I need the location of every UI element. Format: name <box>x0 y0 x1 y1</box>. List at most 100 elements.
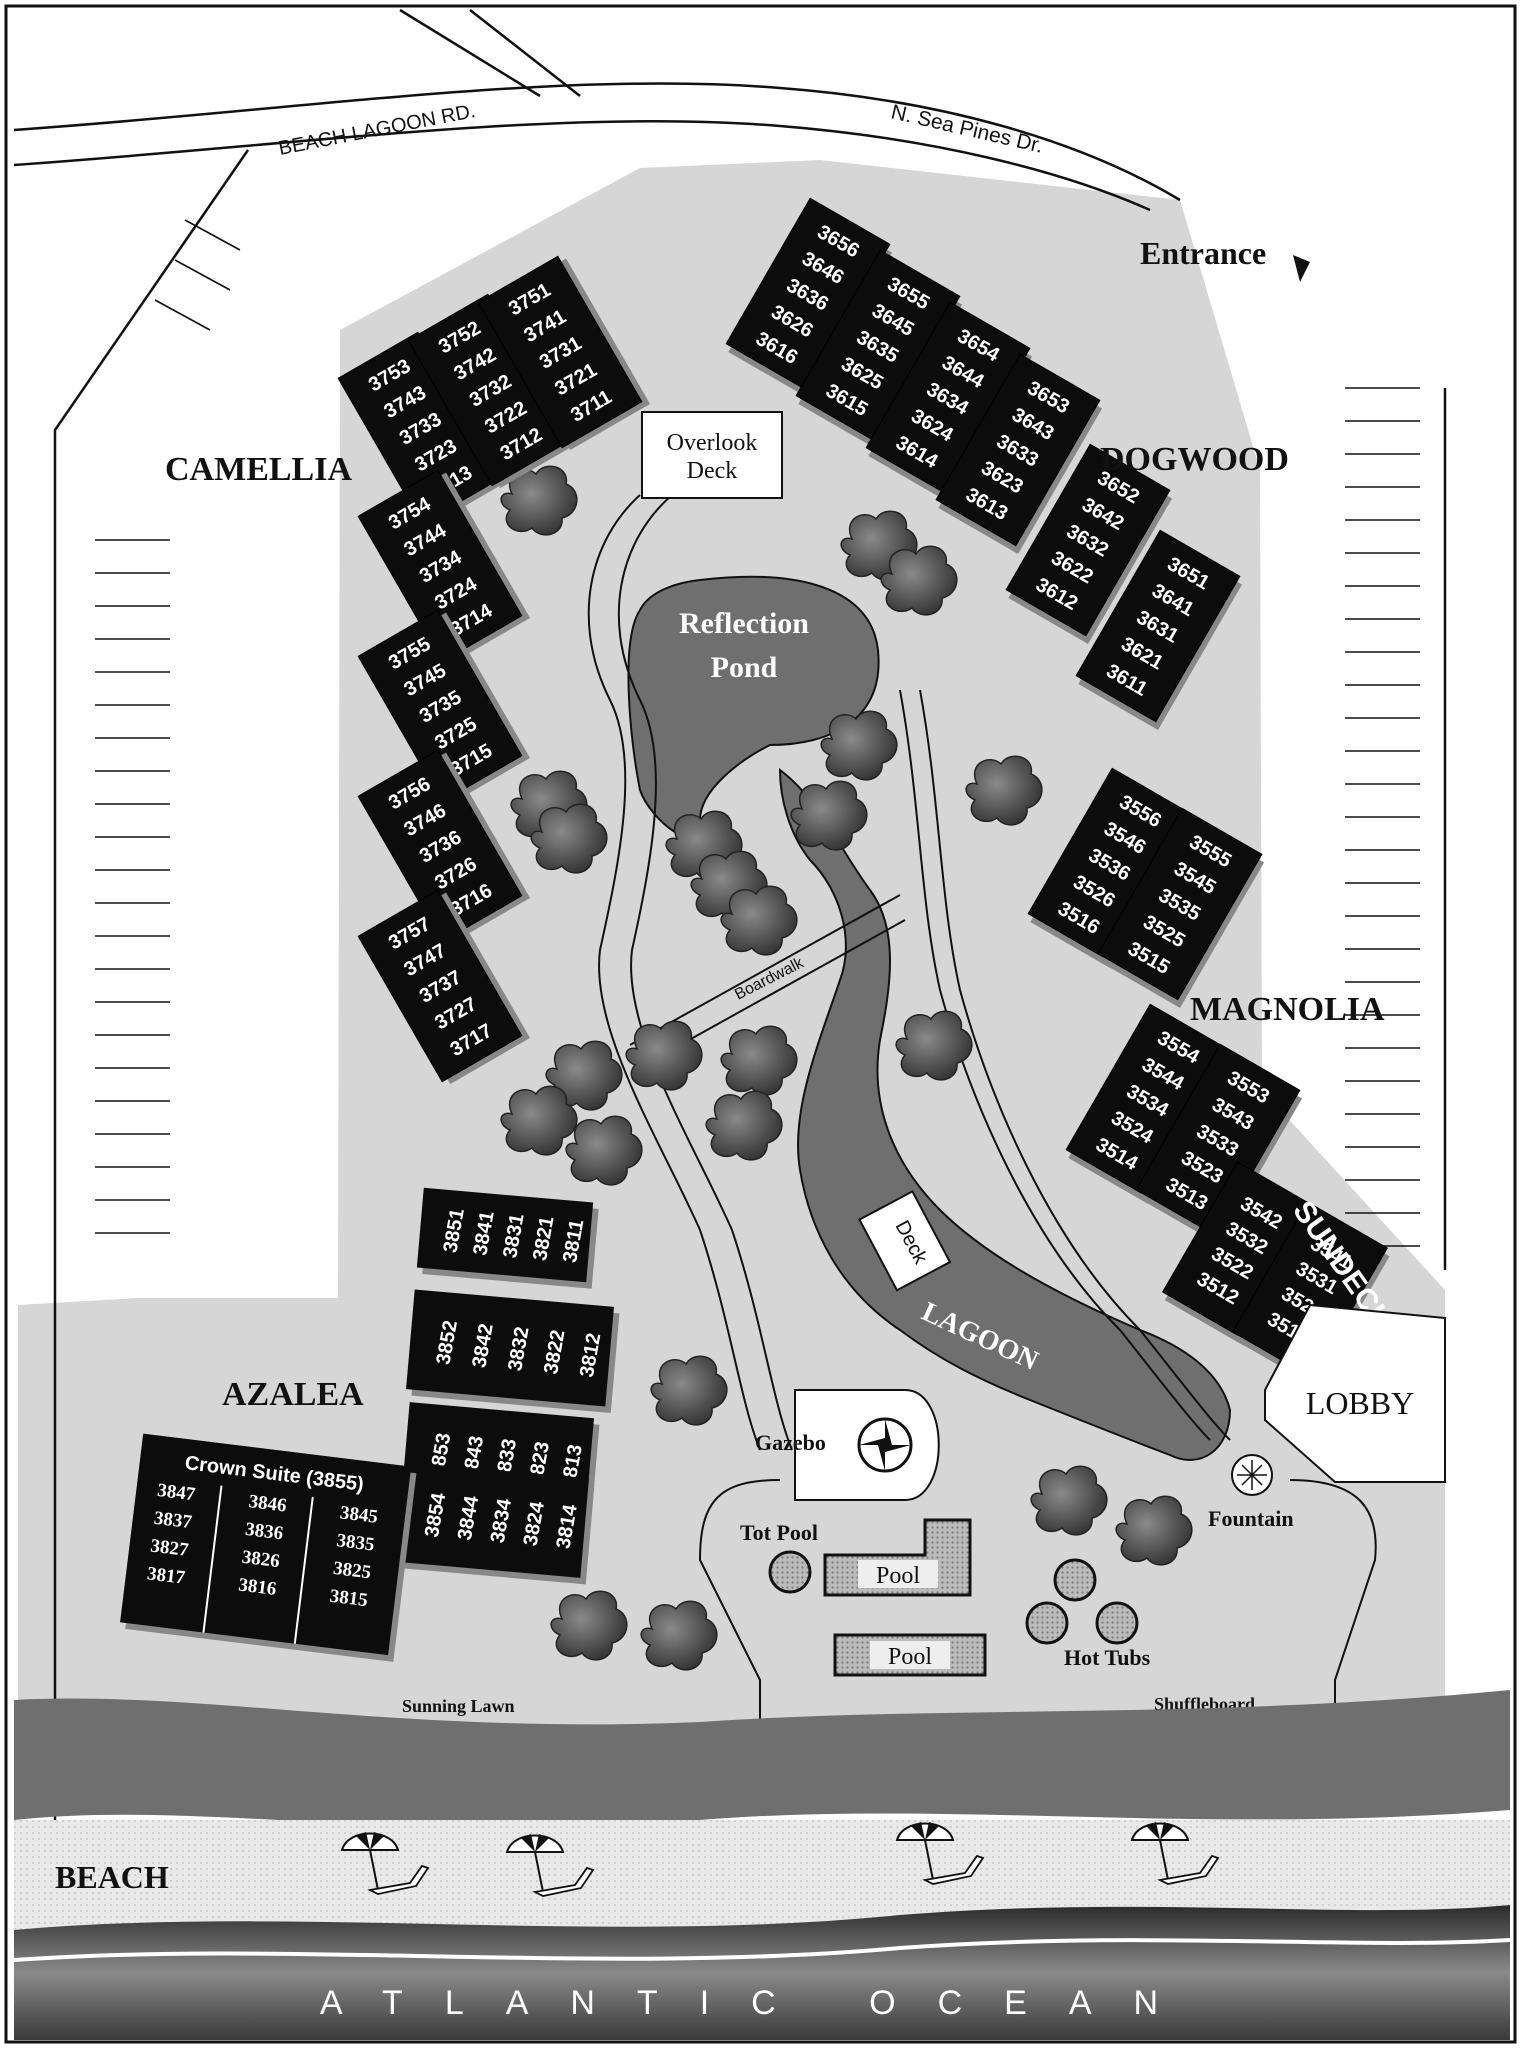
tree-icon <box>1030 1465 1108 1536</box>
overlook-deck-label-1: Overlook <box>667 430 758 456</box>
tree-icon <box>625 1020 703 1091</box>
main-pool-label: Pool <box>876 1563 920 1589</box>
azalea-label: AZALEA <box>222 1376 364 1413</box>
walkways <box>587 494 1231 1451</box>
overlook-deck-label-2: Deck <box>687 458 738 484</box>
lagoon-deck[interactable] <box>858 1190 952 1292</box>
unit-number: 3847 <box>156 1480 197 1506</box>
tree-icon <box>500 465 578 536</box>
unit-number: 3836 <box>244 1519 284 1544</box>
beach-umbrella-icon <box>340 1832 430 1895</box>
lower-pool-label-bg <box>870 1641 950 1669</box>
reflection-pond <box>627 575 880 838</box>
lobby-building[interactable] <box>1264 1303 1446 1483</box>
main-pool-label-bg <box>858 1560 938 1588</box>
unit-number: 3835 <box>335 1530 375 1555</box>
entrance-label: Entrance <box>1140 235 1266 271</box>
unit-number: 3845 <box>339 1502 379 1527</box>
tree-icon <box>895 1010 973 1081</box>
tot-pool-label: Tot Pool <box>740 1520 818 1545</box>
tot-pool[interactable] <box>768 1550 812 1594</box>
dogwood-label: DOGWOOD <box>1100 441 1289 478</box>
ocean-wave-line <box>13 1938 1511 1962</box>
beach-label: BEACH <box>55 1859 169 1895</box>
lagoon <box>778 767 1232 1461</box>
buildings: 3753374337333723371337523742373237223712… <box>119 197 1399 1662</box>
tree-icon <box>530 803 608 874</box>
beach-umbrella-icon <box>895 1822 985 1885</box>
tree-icon <box>705 1090 783 1161</box>
lobby-label: LOBBY <box>1306 1385 1414 1421</box>
unit-number: 3826 <box>241 1547 281 1572</box>
hot-tubs[interactable] <box>1025 1558 1139 1645</box>
unit-number: 3837 <box>153 1508 194 1534</box>
unit-number: 3846 <box>247 1491 287 1516</box>
reflection-pond-label-1: Reflection <box>679 607 809 640</box>
building-camellia-top[interactable]: 37533743373337233713 <box>337 329 511 529</box>
beach-umbrellas <box>340 1822 1220 1897</box>
tree-icon <box>880 545 958 616</box>
tree-icon <box>820 710 898 781</box>
unit-number: 3825 <box>332 1558 372 1583</box>
tree-icon <box>650 1355 728 1426</box>
tree-icon <box>500 1085 578 1156</box>
unit-number: 3816 <box>237 1575 277 1600</box>
roads <box>13 8 1447 1840</box>
tree-icon <box>565 1115 643 1186</box>
ocean-label: ATLANTIC OCEAN <box>320 1984 1200 2022</box>
tree-icon <box>640 1600 718 1671</box>
entrance-arrow-icon <box>1293 255 1310 282</box>
building-crown-suite[interactable]: Crown Suite (3855)3847383738273817384638… <box>119 1433 417 1662</box>
fountain-label: Fountain <box>1208 1506 1294 1531</box>
parking-left <box>154 219 241 331</box>
trees <box>500 465 1193 1671</box>
dune-band <box>14 1690 1510 1828</box>
hot-tubs-label: Hot Tubs <box>1064 1645 1151 1670</box>
beach-umbrella-icon <box>505 1834 595 1897</box>
pool-deck-walk <box>698 1479 1377 1800</box>
tree-icon <box>1115 1495 1193 1566</box>
reflection-pond-label-2: Pond <box>711 651 778 684</box>
unit-number: 3827 <box>149 1535 190 1561</box>
gazebo-umbrella-wedges <box>859 1419 911 1471</box>
camellia-label: CAMELLIA <box>165 451 352 488</box>
sunning-lawn-label: Sunning Lawn <box>402 1696 515 1716</box>
tree-icon <box>550 1590 628 1661</box>
parking-left-rows <box>95 539 170 1234</box>
tree-icon <box>720 1025 798 1096</box>
tree-icon <box>720 885 798 956</box>
parking-right-rows <box>1345 387 1420 1247</box>
unit-number: 3817 <box>146 1563 187 1589</box>
fountain-spray <box>1237 1460 1267 1490</box>
tree-icon <box>545 1040 623 1111</box>
unit-number: 3815 <box>329 1586 369 1611</box>
magnolia-label: MAGNOLIA <box>1190 991 1385 1028</box>
gazebo-label: Gazebo <box>755 1430 826 1455</box>
tree-icon <box>965 755 1043 826</box>
beach-umbrella-icon <box>1130 1822 1220 1885</box>
overlook-deck[interactable] <box>641 411 783 499</box>
tree-icon <box>790 780 868 851</box>
